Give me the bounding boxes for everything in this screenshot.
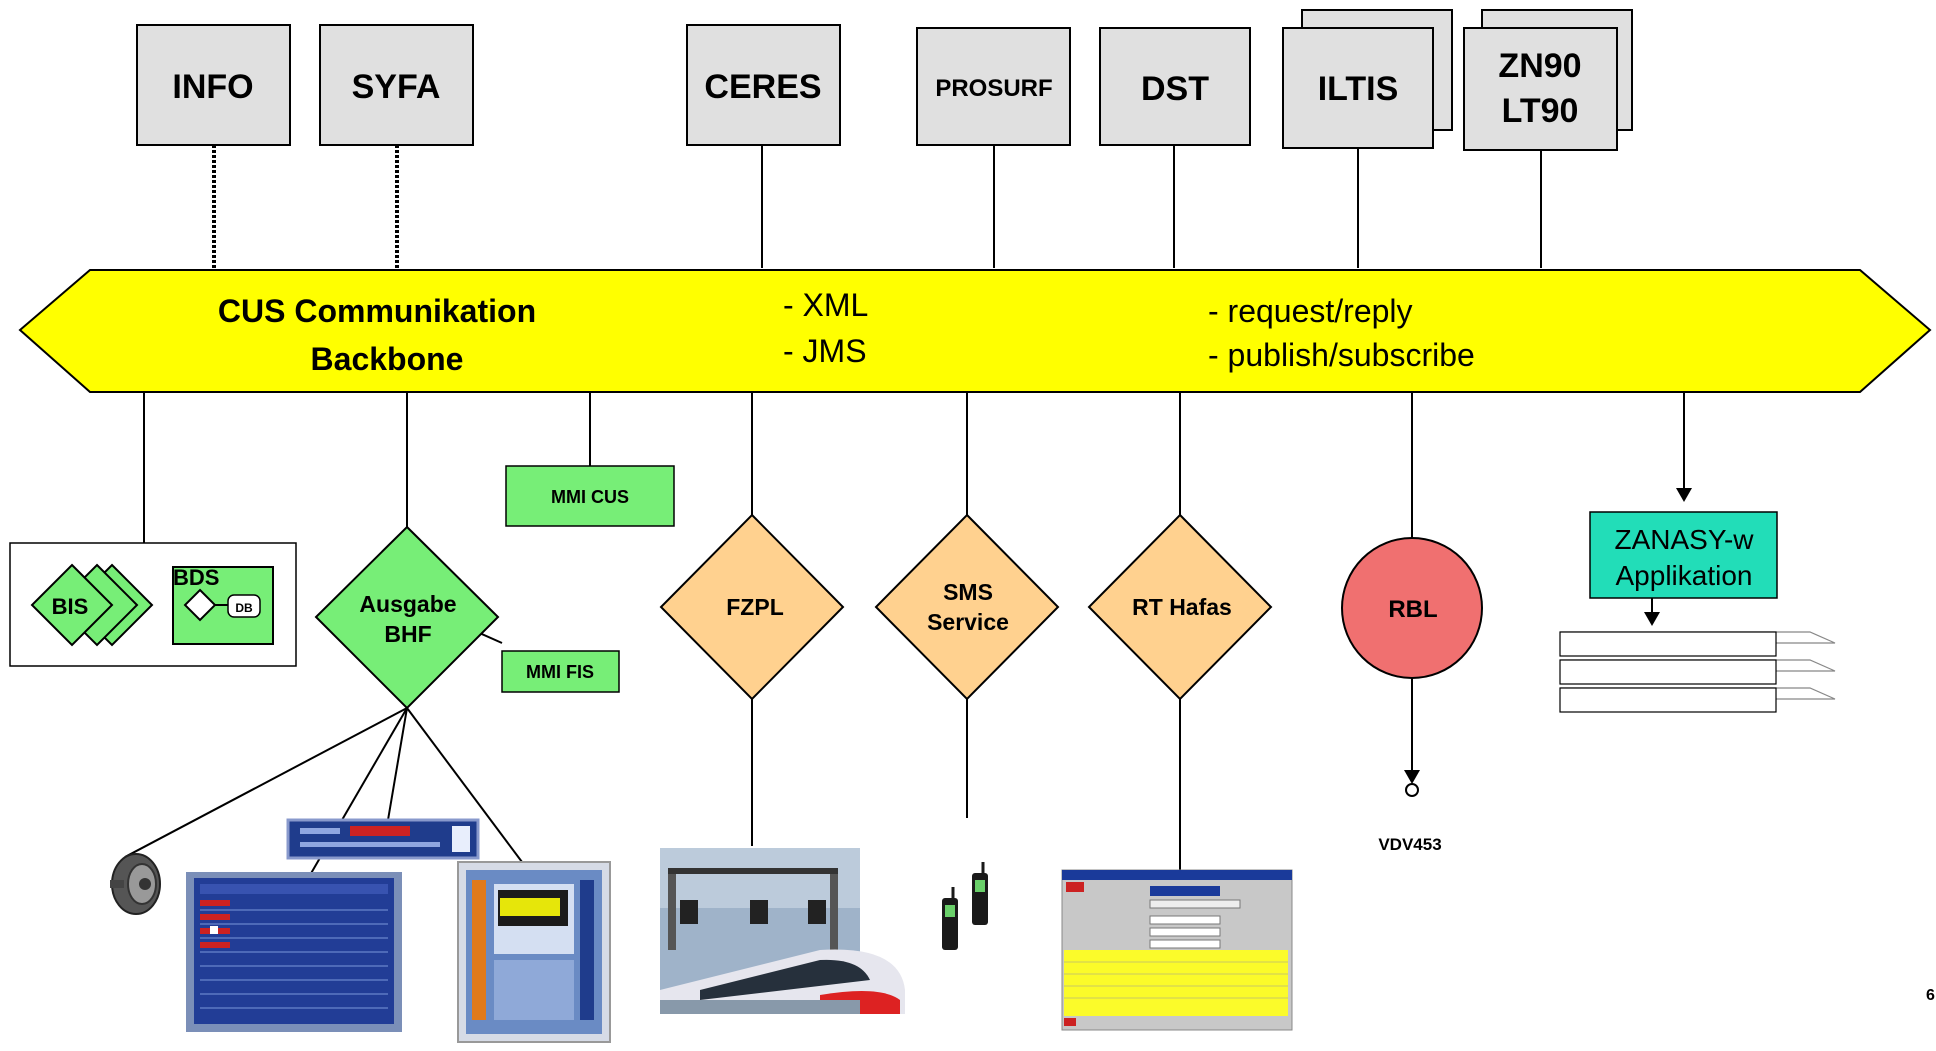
info-box: [136, 24, 291, 146]
bis-stack: [30, 563, 154, 647]
sms-label-line1: SMS: [943, 579, 993, 605]
syfa-label: SYFA: [352, 68, 441, 106]
departure-board-image: [186, 872, 402, 1032]
bis-diamond-1: [30, 563, 114, 647]
iltis-label: ILTIS: [1318, 70, 1399, 108]
rt-hafas-screenshot: [1061, 869, 1293, 1031]
mmi-fis-label: MMI FIS: [526, 662, 594, 682]
protocol-jms: - JMS: [783, 333, 867, 369]
bis-label: BIS: [52, 594, 89, 619]
train-photo: [660, 848, 905, 1014]
vdv-port-icon: [1405, 783, 1419, 797]
mobile-phones-icon: [942, 862, 988, 950]
fanout-sign: [387, 707, 408, 821]
pattern-request-reply: - request/reply: [1208, 293, 1413, 329]
backbone-title-line2: Backbone: [311, 341, 464, 377]
fanout-speaker: [124, 707, 408, 858]
rt-hafas-node: [1087, 513, 1273, 701]
protocol-xml: - XML: [783, 287, 868, 323]
dst-box: [1099, 27, 1251, 146]
fzpl-label: FZPL: [726, 594, 784, 620]
dst-label: DST: [1141, 70, 1209, 108]
top-connectors: [212, 145, 1542, 268]
pattern-publish-subscribe: - publish/subscribe: [1208, 337, 1475, 373]
bds-label: BDS: [173, 565, 219, 590]
zn90-label-line2: LT90: [1502, 92, 1579, 130]
zanasy-label-line2: Applikation: [1616, 560, 1753, 591]
ceres-label: CERES: [704, 68, 821, 106]
zn90-label-line1: ZN90: [1498, 47, 1581, 85]
sms-service-node: [874, 513, 1060, 701]
fzpl-node: [659, 513, 845, 701]
arrow-zanasy: [1676, 488, 1692, 502]
vdv453-label: VDV453: [1378, 835, 1441, 854]
bds-diamond-icon: [183, 588, 217, 622]
page-number: 6: [1926, 987, 1935, 1004]
zanasy-database-icon: [1559, 631, 1836, 713]
mmi-cus-box: [505, 465, 675, 527]
ausgabe-label-line2: BHF: [384, 621, 431, 647]
mmi-cus-label: MMI CUS: [551, 487, 629, 507]
arrow-zanasy-db: [1644, 612, 1660, 626]
zn90-box: [1463, 27, 1618, 151]
ausgabe-bhf-node: [314, 525, 500, 710]
arrow-vdv: [1404, 770, 1420, 784]
iltis-box: [1282, 27, 1434, 149]
syfa-box: [319, 24, 474, 146]
ceres-box: [686, 24, 841, 146]
db-label: DB: [235, 601, 253, 615]
rbl-node: [1341, 537, 1483, 679]
bottom-connectors: [124, 392, 1685, 883]
prosurf-label: PROSURF: [935, 75, 1052, 102]
prosurf-box: [916, 27, 1071, 146]
sms-label-line2: Service: [927, 609, 1009, 635]
mmi-fis-box: [501, 650, 620, 693]
platform-sign-image: [286, 818, 480, 860]
db-cylinder-icon: DB: [227, 594, 261, 618]
loudspeaker-icon: [110, 853, 161, 915]
ausgabe-label-line1: Ausgabe: [359, 591, 456, 617]
rt-hafas-label: RT Hafas: [1132, 594, 1232, 620]
info-kiosk-image: [457, 861, 611, 1043]
info-label: INFO: [172, 68, 253, 106]
zanasy-box: [1589, 511, 1778, 599]
fanout-kiosk: [406, 707, 523, 863]
zanasy-label-line1: ZANASY-w: [1614, 524, 1754, 555]
backbone-title-line1: CUS Communikation: [218, 293, 536, 329]
cus-backbone: [18, 269, 1932, 393]
rbl-label: RBL: [1388, 596, 1437, 623]
